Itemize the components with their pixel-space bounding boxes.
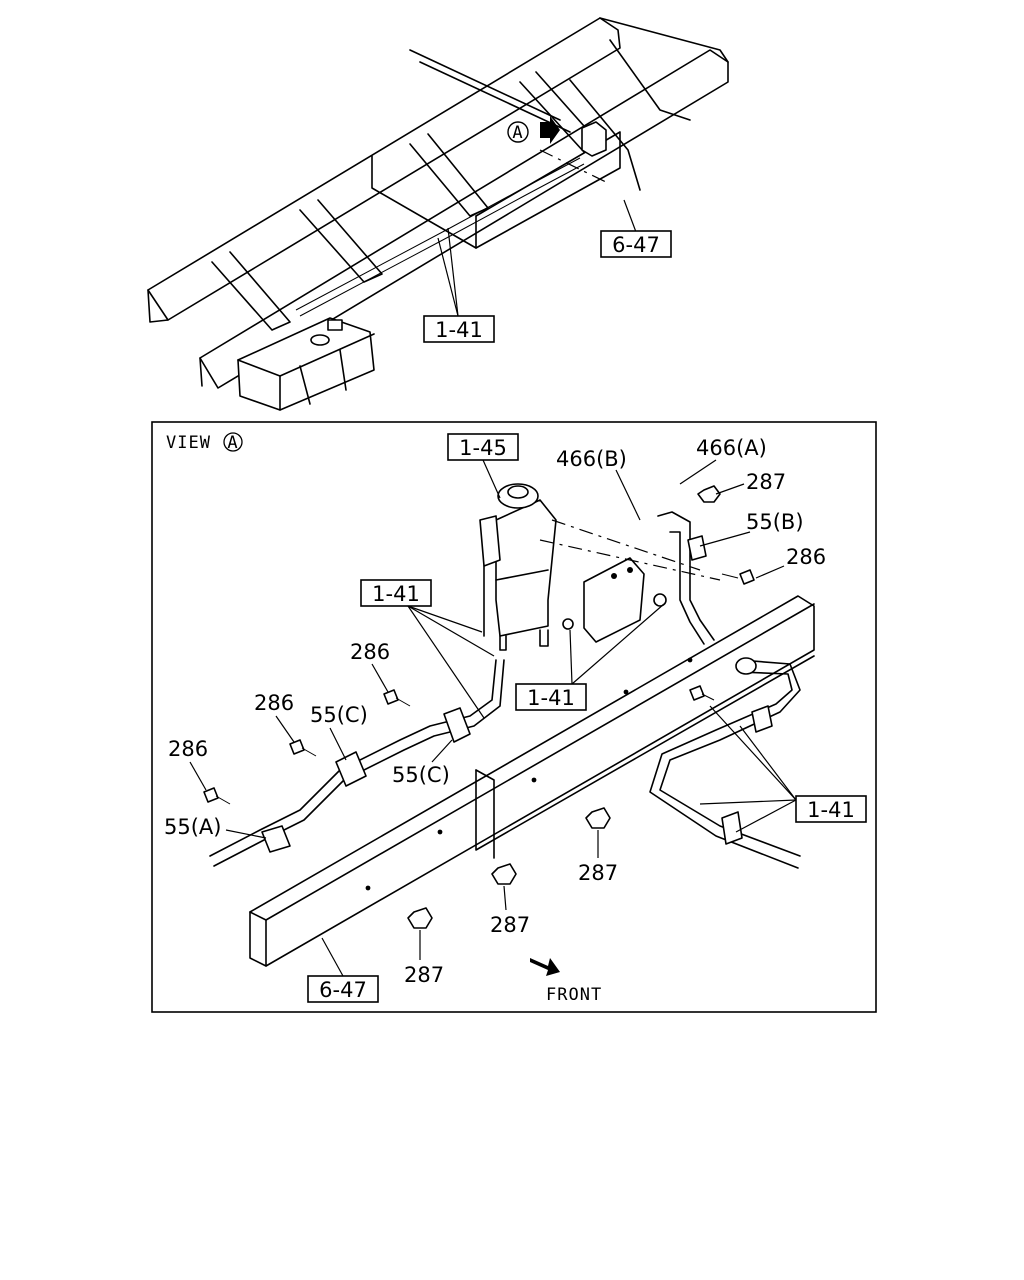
callout-1-45: 1-45 [447, 433, 519, 499]
label-55c-b: 55(C) [392, 763, 450, 787]
label-55b: 55(B) [746, 510, 804, 534]
label-55c-a: 55(C) [310, 703, 368, 727]
label-287-b: 287 [490, 913, 530, 937]
label-286-b: 286 [254, 691, 294, 715]
view-a-letter: A [512, 123, 523, 143]
callout-1-41-mid: 1-41 [515, 603, 665, 711]
callout-6-47-detail: 6-47 [307, 937, 379, 1003]
callout-1-41-right: 1-41 [699, 705, 867, 833]
label-55a: 55(A) [164, 815, 221, 839]
overview-chassis [147, 17, 729, 411]
callout-text: 6-47 [612, 233, 660, 257]
filter-bracket [539, 519, 721, 643]
callout-text: 1-41 [807, 798, 855, 822]
overview-callout-6-47: 6-47 [600, 199, 672, 258]
frame-rail [249, 595, 815, 967]
nuts [407, 485, 721, 929]
view-title: VIEW A [166, 432, 243, 453]
callout-text: 6-47 [319, 978, 367, 1002]
fuel-filter [479, 483, 557, 651]
callout-text: 1-41 [527, 686, 575, 710]
label-466a: 466(A) [696, 436, 767, 460]
view-title-marker: A [227, 433, 238, 453]
label-287-a: 287 [578, 861, 618, 885]
overview-callout-1-41: 1-41 [423, 227, 495, 343]
clamps [261, 535, 773, 853]
front-indicator: FRONT [530, 958, 602, 1005]
label-286-right: 286 [786, 545, 826, 569]
label-287-top: 287 [746, 470, 786, 494]
callout-text: 1-45 [459, 436, 507, 460]
label-286-a: 286 [350, 640, 390, 664]
callout-text: 1-41 [372, 582, 420, 606]
callout-text: 1-41 [435, 318, 483, 342]
detail-frame [151, 421, 877, 1013]
callout-1-41-left: 1-41 [360, 579, 495, 719]
part-labels: 466(B) 466(A) 287 55(B) 286 286 286 286 … [164, 436, 826, 987]
label-466b: 466(B) [556, 447, 627, 471]
fuel-pipes [209, 511, 801, 869]
bolts [203, 569, 755, 805]
label-287-c: 287 [404, 963, 444, 987]
view-direction-arrow-icon [540, 116, 560, 144]
view-title-text: VIEW [166, 433, 211, 453]
front-arrow-icon [530, 958, 560, 976]
front-label: FRONT [546, 985, 602, 1005]
label-286-c: 286 [168, 737, 208, 761]
view-a-marker: A [507, 116, 560, 144]
